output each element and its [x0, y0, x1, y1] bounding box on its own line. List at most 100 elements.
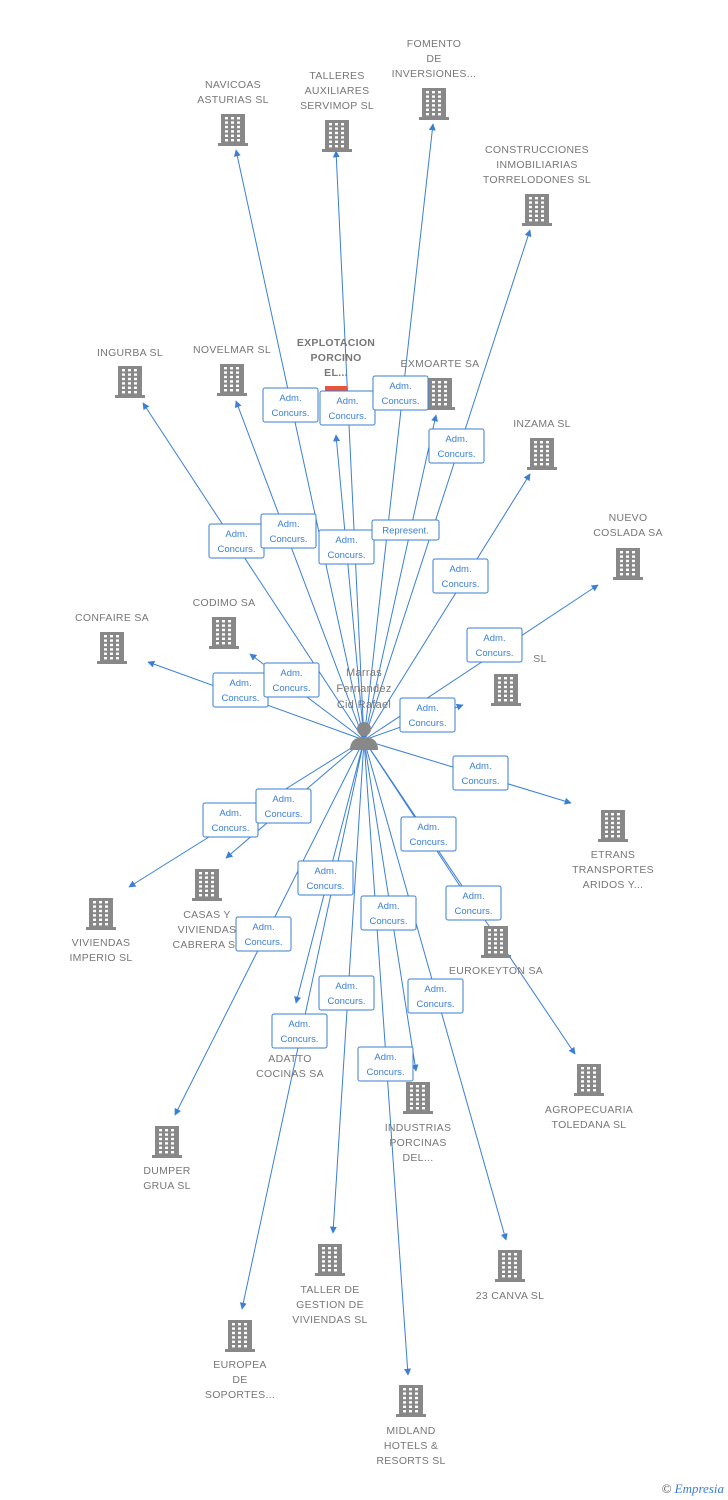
company-label: INVERSIONES... [392, 68, 477, 80]
empresia-watermark[interactable]: ©Empresia [662, 1481, 724, 1497]
company-node-inzama[interactable]: INZAMA SL [513, 418, 571, 470]
company-label: VIVIENDAS [72, 937, 131, 949]
edge-role-text: Concurs. [409, 837, 447, 848]
company-label: INZAMA SL [513, 418, 571, 430]
company-node-novelmar[interactable]: NOVELMAR SL [193, 344, 271, 396]
edge-role-text: Concurs. [437, 449, 475, 460]
edge-navicoas[interactable] [233, 149, 365, 741]
building-icon [86, 898, 116, 930]
edge-label-dumper[interactable]: Adm.Concurs. [235, 916, 292, 952]
company-node-ingurba[interactable]: INGURBA SL [97, 347, 163, 398]
building-icon [419, 88, 449, 120]
edge-role-text: Adm. [229, 678, 251, 689]
edge-label-confaire[interactable]: Adm.Concurs. [212, 672, 269, 708]
person-label: Cid Rafael [337, 699, 391, 711]
company-label: SOPORTES... [205, 1389, 275, 1401]
company-label: TALLERES [309, 70, 364, 82]
edge-label-novelmar[interactable]: Adm.Concurs. [260, 513, 317, 549]
company-label: TRANSPORTES [572, 864, 654, 876]
edge-fomento[interactable] [363, 123, 436, 741]
edge-role-text: Adm. [374, 1052, 396, 1063]
building-icon [115, 366, 145, 398]
edge-role-text: Adm. [280, 668, 302, 679]
company-node-codimo[interactable]: CODIMO SA [193, 597, 256, 649]
building-icon [613, 548, 643, 580]
company-label: CONSTRUCCIONES [485, 144, 589, 156]
company-node-europea[interactable]: EUROPEADESOPORTES... [205, 1320, 275, 1401]
edge-label-midland[interactable]: Adm.Concurs. [357, 1046, 414, 1082]
edge-explotacion[interactable] [333, 434, 365, 741]
edge-label-fomento[interactable]: Adm.Concurs. [372, 375, 429, 411]
edge-role-text: Concurs. [416, 999, 454, 1010]
edge-label-inzama[interactable]: Adm.Concurs. [432, 558, 489, 594]
building-icon [97, 632, 127, 664]
edge-ingurba[interactable] [142, 402, 365, 741]
edge-label-codimo[interactable]: Adm.Concurs. [263, 662, 320, 698]
edge-label-canva[interactable]: Adm. Concurs. [407, 978, 464, 1014]
edge-talleres[interactable] [332, 150, 365, 741]
company-label: NUEVO [609, 512, 648, 524]
edge-inzama[interactable] [363, 473, 531, 741]
edge-exmoarte[interactable] [363, 414, 439, 741]
company-label: CABRERA SL [173, 939, 242, 951]
edge-label-viviendas[interactable]: Adm.Concurs. [202, 802, 259, 838]
building-icon [574, 1064, 604, 1096]
edge-label-adatto[interactable]: Adm.Concurs. [297, 860, 354, 896]
edge-label-etrans[interactable]: Adm.Concurs. [452, 755, 509, 791]
edge-label-exmoarte[interactable]: Represent. [371, 519, 440, 541]
company-label: FOMENTO [407, 38, 461, 50]
edge-label-talleres[interactable]: Adm.Concurs. [319, 390, 376, 426]
building-icon [209, 617, 239, 649]
company-node-industrias[interactable]: INDUSTRIASPORCINASDEL... [385, 1082, 452, 1164]
company-node-confaire[interactable]: CONFAIRE SA [75, 612, 149, 664]
company-node-exmoarte[interactable]: EXMOARTE SA [401, 358, 480, 410]
edge-label-nuevo[interactable]: Adm.Concurs. [466, 627, 523, 663]
edge-novelmar[interactable] [234, 400, 365, 741]
edge-role-text: Concurs. [280, 1034, 318, 1045]
edge-label-europea[interactable]: Adm.Concurs. [271, 1013, 328, 1049]
company-label: CASAS Y [183, 909, 230, 921]
company-label: AGROPECUARIA [545, 1104, 633, 1116]
edge-labels-layer: Adm. Concurs. Adm. Concurs. Adm. Concurs. Adm.… [202, 375, 523, 1082]
edge-role-text: Concurs. [271, 408, 309, 419]
edge-role-text: Adm. [252, 922, 274, 933]
edge-role-text: Adm. [389, 381, 411, 392]
edge-label-industrias[interactable]: Adm.Concurs. [360, 895, 417, 931]
edge-label-explotacion[interactable]: Adm.Concurs. [318, 529, 375, 565]
edge-label-hiddensl[interactable]: Adm.Concurs. [399, 697, 456, 733]
edge-role-text: Adm. [277, 519, 299, 530]
edge-role-text: Adm. [424, 984, 446, 995]
edge-role-text: Concurs. [461, 776, 499, 787]
edge-label-ingurba[interactable]: Adm.Concurs. [262, 387, 319, 423]
company-node-canva[interactable]: 23 CANVA SL [476, 1250, 544, 1302]
company-node-eurokeyton[interactable]: EUROKEYTON SA [449, 926, 543, 977]
edge-label-eurokeyton[interactable]: Adm.Concurs. [445, 885, 502, 921]
company-node-construcciones[interactable]: CONSTRUCCIONESINMOBILIARIASTORRELODONES … [483, 144, 591, 226]
company-label: HOTELS & [384, 1440, 438, 1452]
edge-label-agropecuaria[interactable]: Adm.Concurs. [400, 816, 457, 852]
edge-role-text: Adm. [483, 633, 505, 644]
edge-label-casas[interactable]: Adm.Concurs. [255, 788, 312, 824]
edge-role-text: Adm. [272, 794, 294, 805]
edge-construcciones[interactable] [363, 229, 532, 741]
building-icon [322, 120, 352, 152]
company-node-fomento[interactable]: FOMENTODEINVERSIONES... [392, 38, 477, 120]
company-label: DE [232, 1374, 247, 1386]
company-node-hiddensl[interactable]: SL [491, 653, 547, 706]
edge-label-navicoas[interactable]: Adm.Concurs. [208, 523, 265, 559]
edge-label-taller[interactable]: Adm.Concurs. [318, 975, 375, 1011]
edge-label-construcciones[interactable]: Adm.Concurs. [428, 428, 485, 464]
